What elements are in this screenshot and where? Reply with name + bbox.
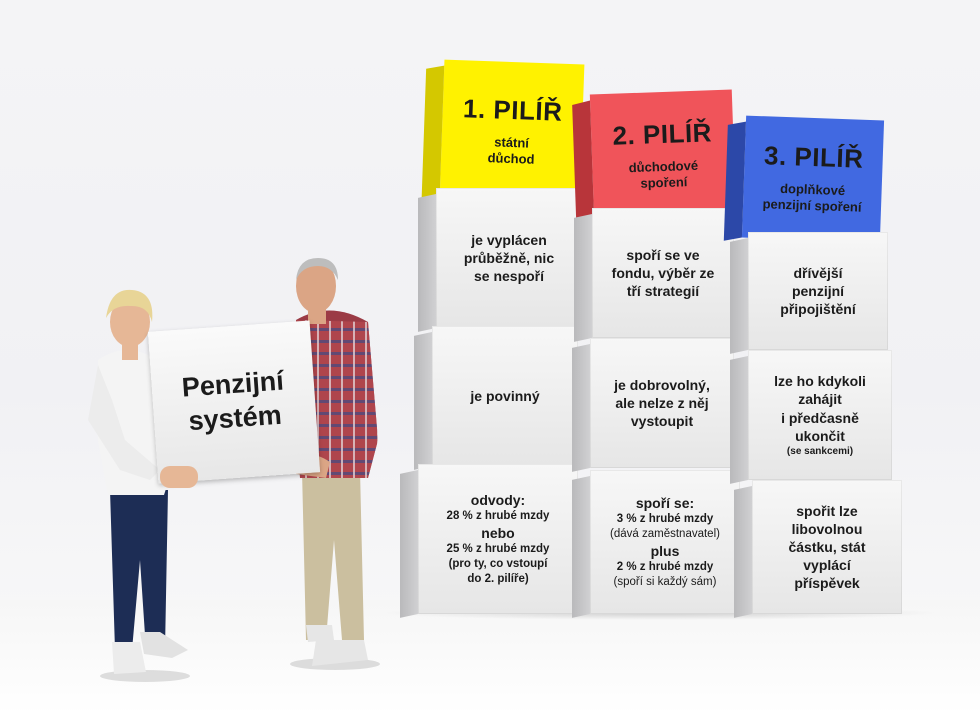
- p3-r2-l1: lze ho kdykoli: [774, 373, 866, 390]
- pillar-3-row-3: spořit lze libovolnou částku, stát vyplá…: [734, 480, 902, 618]
- p1-r3-l2: 28 % z hrubé mzdy: [446, 510, 550, 523]
- box-side: [414, 332, 432, 470]
- pillar-1-row-1: je vyplácen průběžně, nic se nespoří: [418, 188, 582, 332]
- pillar-3-title: 3. PILÍŘ: [763, 140, 864, 174]
- pillar-1-row-2: je povinný: [414, 326, 578, 470]
- p3-r1-l3: připojištění: [780, 301, 856, 318]
- p2-r3-l1: spoří se:: [635, 494, 695, 511]
- p3-r2-l5: (se sankcemi): [786, 445, 854, 457]
- p2-r1-l2: fondu, výběr ze: [611, 264, 715, 281]
- p3-r3-l4: vyplácí: [803, 557, 851, 574]
- p1-r1-l3: se nespoří: [473, 268, 545, 285]
- p1-r3-l6: do 2. pilíře): [467, 573, 529, 586]
- pillar-3-header: 3. PILÍŘ doplňkové penzijní spoření: [723, 115, 885, 243]
- box-side: [421, 65, 445, 203]
- people-illustration: [88, 258, 380, 682]
- pillar-2-row-1: spoří se ve fondu, výběr ze tří strategi…: [574, 208, 734, 342]
- p3-r3-l3: částku, stát: [788, 538, 866, 555]
- p3-r3-l1: spořit lze: [796, 502, 858, 519]
- box-side: [572, 476, 590, 618]
- p3-r3-l2: libovolnou: [791, 520, 863, 537]
- p2-r1-l3: tří strategií: [626, 283, 700, 300]
- p2-r3-l2: 3 % z hrubé mzdy: [616, 513, 714, 526]
- p3-r2-l4: ukončit: [795, 427, 845, 444]
- p1-r1-l1: je vyplácen: [471, 231, 547, 248]
- pillar-2-row-2: je dobrovolný, ale nelze z něj vystoupit: [572, 338, 734, 472]
- title: Penzijní systém: [180, 365, 285, 437]
- p3-r1-l2: penzijní: [791, 282, 845, 299]
- box-side: [574, 214, 592, 342]
- p3-r3-l5: příspěvek: [794, 575, 860, 592]
- pillar-2-row-3: spoří se: 3 % z hrubé mzdy (dává zaměstn…: [572, 470, 740, 618]
- p1-r3-l1: odvody:: [470, 491, 526, 508]
- pillar-2-title: 2. PILÍŘ: [612, 117, 713, 151]
- box-side: [734, 486, 752, 618]
- pillar-3-subtitle: doplňkové penzijní spoření: [762, 180, 862, 215]
- pillar-3-row-1: dřívější penzijní připojištění: [730, 232, 888, 354]
- p3-r2-l3: i předčasně: [781, 409, 859, 426]
- p2-r1-l1: spoří se ve: [626, 246, 700, 263]
- p2-r3-l4: plus: [650, 543, 680, 559]
- p2-r2-l1: je dobrovolný,: [614, 376, 710, 393]
- p3-r1-l1: dřívější: [793, 264, 843, 281]
- box-side: [730, 356, 748, 484]
- pillar-1-row-3: odvody: 28 % z hrubé mzdy nebo 25 % z hr…: [400, 464, 578, 618]
- pillar-3-row-2: lze ho kdykoli zahájit i předčasně ukonč…: [730, 350, 892, 484]
- p1-r3-l3: nebo: [481, 525, 515, 542]
- box-side: [418, 194, 436, 332]
- title-sign: Penzijní systém: [147, 320, 321, 484]
- p1-r3-l4: 25 % z hrubé mzdy: [446, 543, 550, 556]
- p2-r3-l6: (spoří si každý sám): [613, 576, 717, 589]
- p2-r2-l3: vystoupit: [630, 413, 694, 430]
- pillar-1-header: 1. PILÍŘ státní důchod: [421, 59, 585, 205]
- pillar-1-subtitle: státní důchod: [487, 134, 535, 167]
- box-side: [730, 238, 748, 354]
- p1-r3-l5: (pro ty, co vstoupí: [448, 558, 548, 571]
- pillar-2-subtitle: důchodové spoření: [628, 157, 699, 191]
- pillar-2-header: 2. PILÍŘ důchodové spoření: [572, 89, 737, 227]
- box-side: [723, 121, 746, 241]
- p2-r2-l2: ale nelze z něj: [615, 394, 709, 411]
- box-side: [400, 470, 418, 618]
- p3-r2-l2: zahájit: [798, 391, 842, 408]
- p1-r2-l1: je povinný: [470, 387, 540, 404]
- p2-r3-l5: 2 % z hrubé mzdy: [616, 561, 714, 574]
- woman-hand: [160, 466, 198, 488]
- box-side: [572, 344, 590, 472]
- p2-r3-l3: (dává zaměstnavatel): [610, 528, 720, 541]
- pillar-1-title: 1. PILÍŘ: [462, 93, 563, 127]
- p1-r1-l2: průběžně, nic: [463, 249, 555, 266]
- box-side: [572, 100, 595, 227]
